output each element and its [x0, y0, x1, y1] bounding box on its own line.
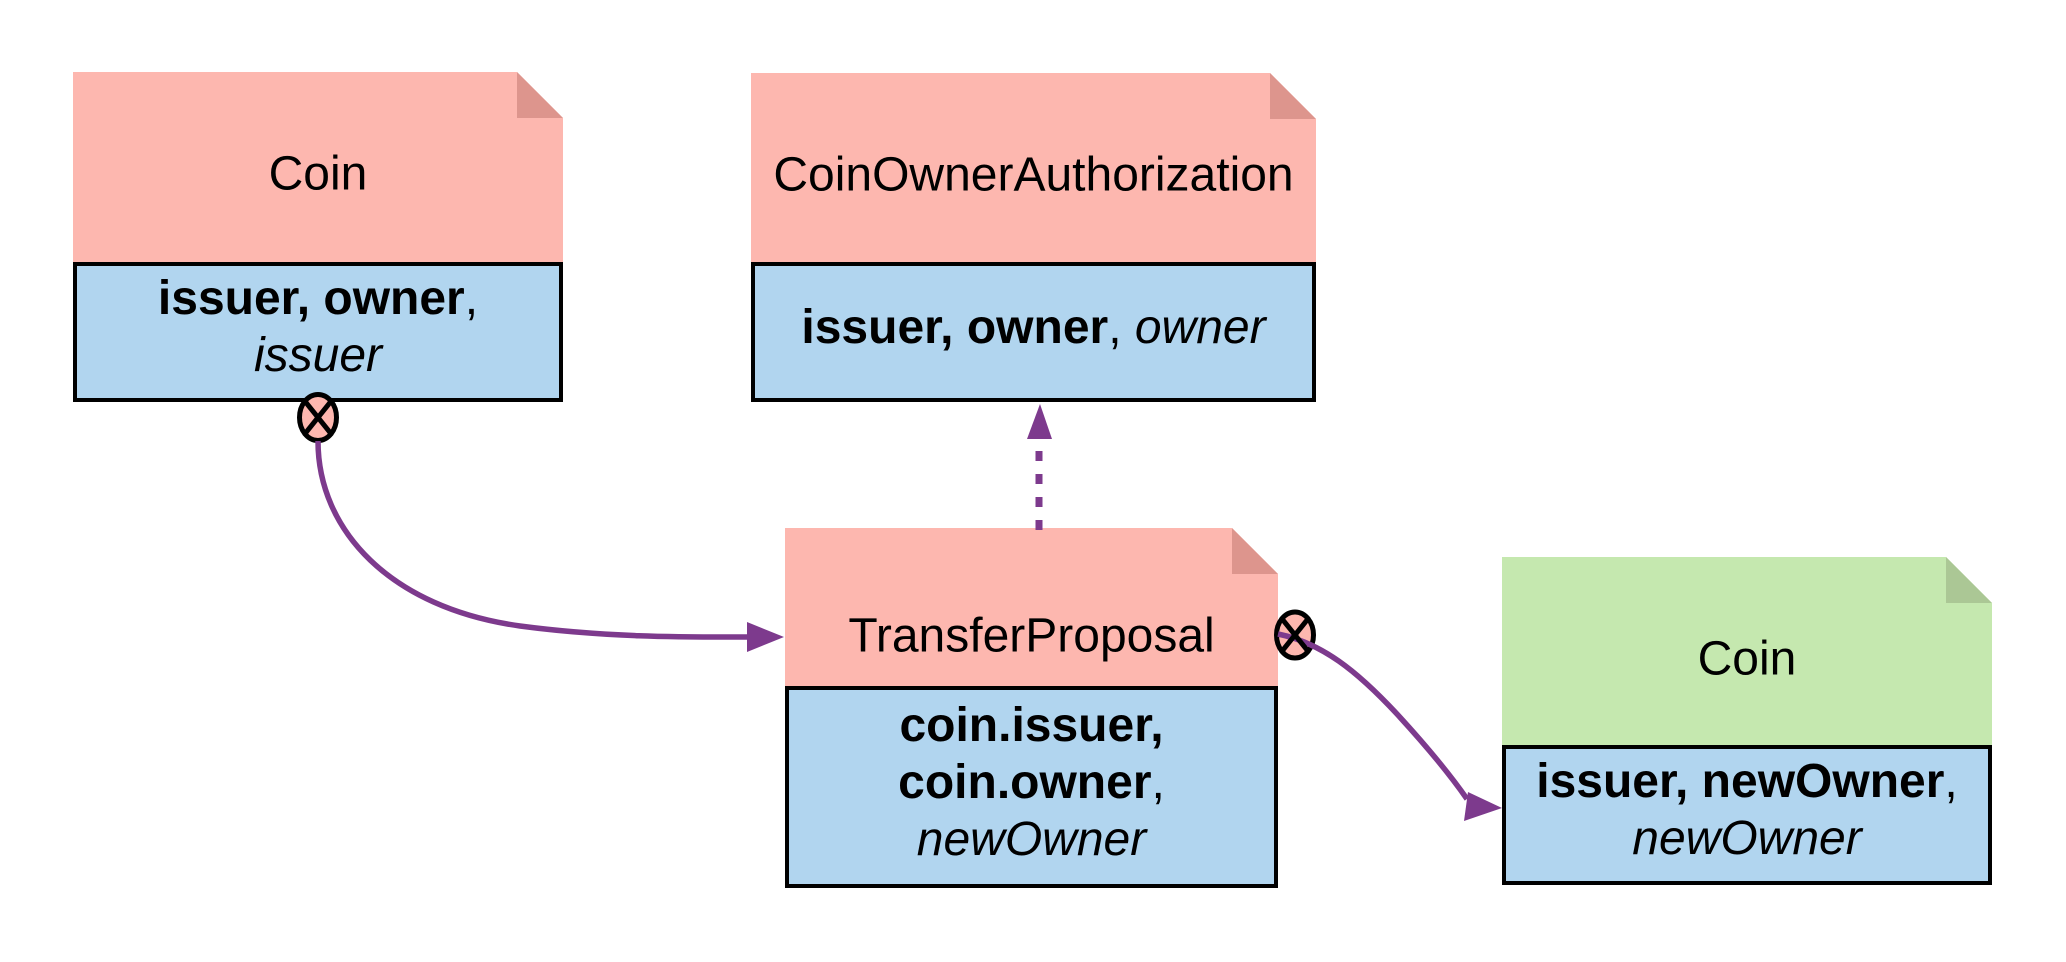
archive-cross-stroke [1279, 616, 1311, 654]
parties-line: issuer, owner, owner [801, 299, 1265, 356]
contract-node-coin-new: Coin issuer, newOwner, newOwner [1502, 557, 1992, 885]
arrowhead-icon [1027, 404, 1052, 439]
contract-header: Coin [1502, 557, 1992, 745]
arrowhead-icon [747, 622, 784, 652]
signatories-text: issuer, owner [157, 272, 465, 325]
controllers-line: newOwner [917, 811, 1146, 868]
controllers-line: issuer [254, 327, 382, 384]
contract-header: Coin [73, 72, 563, 262]
contract-node-coin-old: Coin issuer, owner, issuer [73, 72, 563, 402]
separator: , [1151, 755, 1165, 809]
signatories-line: issuer, newOwner, [1536, 753, 1958, 810]
controllers-text: owner [1134, 300, 1266, 354]
archive-cross-icon [1274, 609, 1316, 661]
contract-parties: coin.issuer, coin.owner, newOwner [785, 686, 1278, 888]
controllers-text: newOwner [916, 812, 1147, 866]
contract-parties: issuer, owner, issuer [73, 262, 563, 402]
folded-corner-icon [1232, 528, 1278, 574]
contract-parties: issuer, owner, owner [751, 262, 1316, 402]
contract-title: CoinOwnerAuthorization [773, 148, 1294, 202]
signatories-line-2: coin.owner, [898, 754, 1165, 811]
contract-title: Coin [268, 147, 368, 201]
contract-header: TransferProposal [785, 528, 1278, 686]
folded-corner-icon [517, 72, 563, 118]
signatories-text: issuer, owner [801, 300, 1109, 354]
edge-transfer-proposal-to-coin-new [1277, 631, 1470, 801]
folded-corner-icon [1946, 557, 1992, 603]
contract-parties: issuer, newOwner, newOwner [1502, 745, 1992, 885]
contract-title: TransferProposal [848, 609, 1215, 663]
signatories-text: issuer, newOwner [1536, 755, 1945, 808]
arrowhead-icon [1464, 792, 1502, 821]
folded-corner-icon [1270, 73, 1316, 119]
archive-cross-stroke [302, 398, 334, 437]
separator: , [1108, 300, 1135, 354]
contract-node-transfer-proposal: TransferProposal coin.issuer, coin.owner… [785, 528, 1278, 888]
separator: , [464, 272, 479, 325]
contract-title: Coin [1697, 632, 1797, 686]
signatories-line-1: coin.issuer, [899, 697, 1163, 754]
signatories-text: coin.owner [898, 755, 1152, 809]
contract-header: CoinOwnerAuthorization [751, 73, 1316, 262]
signatories-text: coin.issuer, [899, 698, 1164, 752]
controllers-line: newOwner [1632, 810, 1861, 867]
controllers-text: issuer [253, 329, 383, 382]
controllers-text: newOwner [1632, 812, 1862, 865]
edge-coin-old-to-transfer-proposal [315, 440, 749, 640]
archive-cross-stroke [1279, 616, 1311, 654]
contract-node-coin-owner-authorization: CoinOwnerAuthorization issuer, owner, ow… [751, 73, 1316, 402]
signatories-line: issuer, owner, [158, 270, 478, 327]
archive-cross-stroke [302, 398, 334, 437]
separator: , [1944, 755, 1958, 808]
